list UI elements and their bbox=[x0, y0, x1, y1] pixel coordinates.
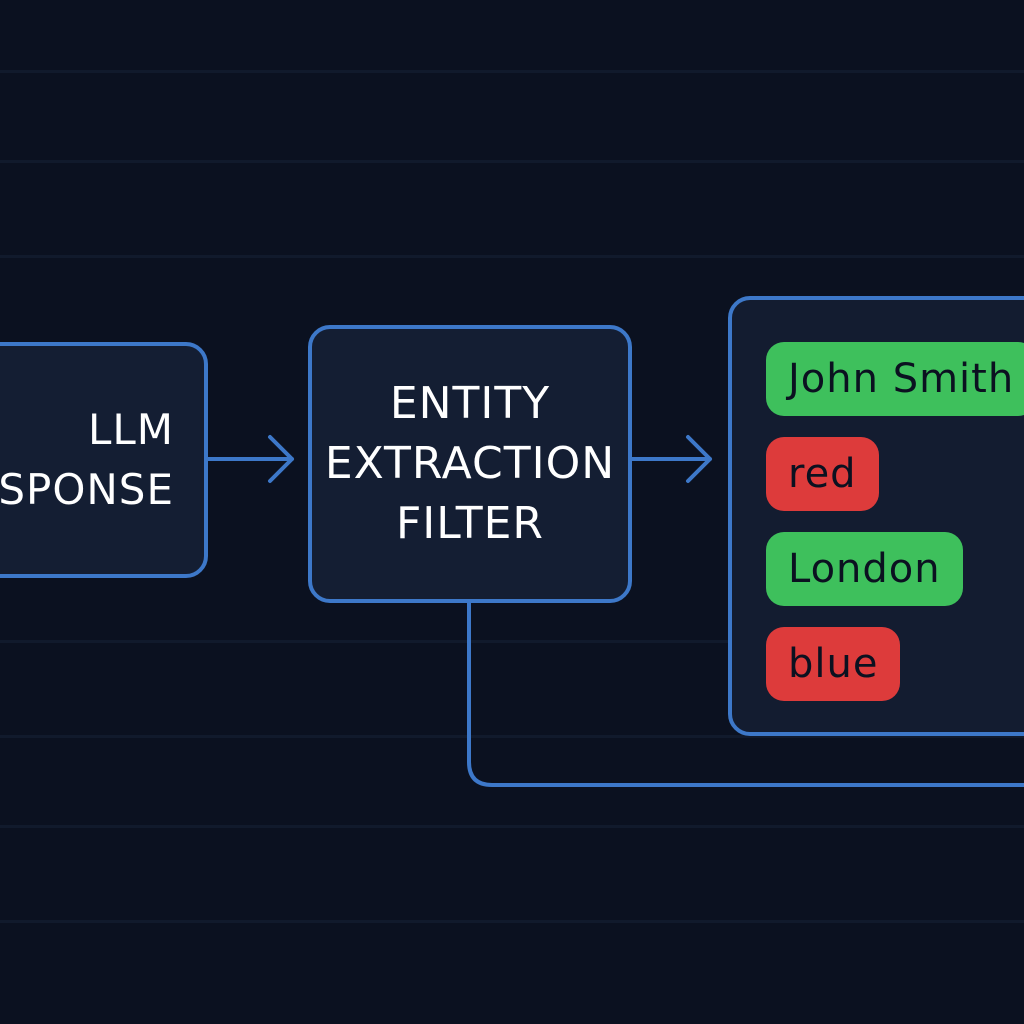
background-stripe bbox=[0, 255, 1024, 258]
arrow-filter-to-output bbox=[630, 435, 712, 483]
entity-chip-kept: John Smith bbox=[766, 342, 1024, 416]
entity-chip-removed: red bbox=[766, 437, 879, 511]
background-stripe bbox=[0, 825, 1024, 828]
background-stripe bbox=[0, 920, 1024, 923]
background-stripe bbox=[0, 160, 1024, 163]
background-stripe bbox=[0, 640, 1024, 643]
entity-output-box: John Smith red London blue bbox=[728, 296, 1024, 736]
entity-extraction-filter-box: ENTITY EXTRACTION FILTER bbox=[308, 325, 632, 603]
feedback-line bbox=[467, 601, 1024, 787]
filter-label-line-1: ENTITY bbox=[389, 378, 551, 429]
background-stripe bbox=[0, 735, 1024, 738]
entity-chip-kept: London bbox=[766, 532, 963, 606]
entity-chip-removed: blue bbox=[766, 627, 901, 701]
llm-response-label-line-1: LLM bbox=[87, 405, 174, 454]
llm-response-label-line-2: SPONSE bbox=[0, 465, 174, 514]
background-stripe bbox=[0, 70, 1024, 73]
filter-label-line-2: EXTRACTION bbox=[324, 438, 616, 489]
arrow-input-to-filter bbox=[206, 435, 294, 483]
filter-label-line-3: FILTER bbox=[396, 498, 544, 549]
llm-response-box: LLM SPONSE bbox=[0, 342, 208, 578]
